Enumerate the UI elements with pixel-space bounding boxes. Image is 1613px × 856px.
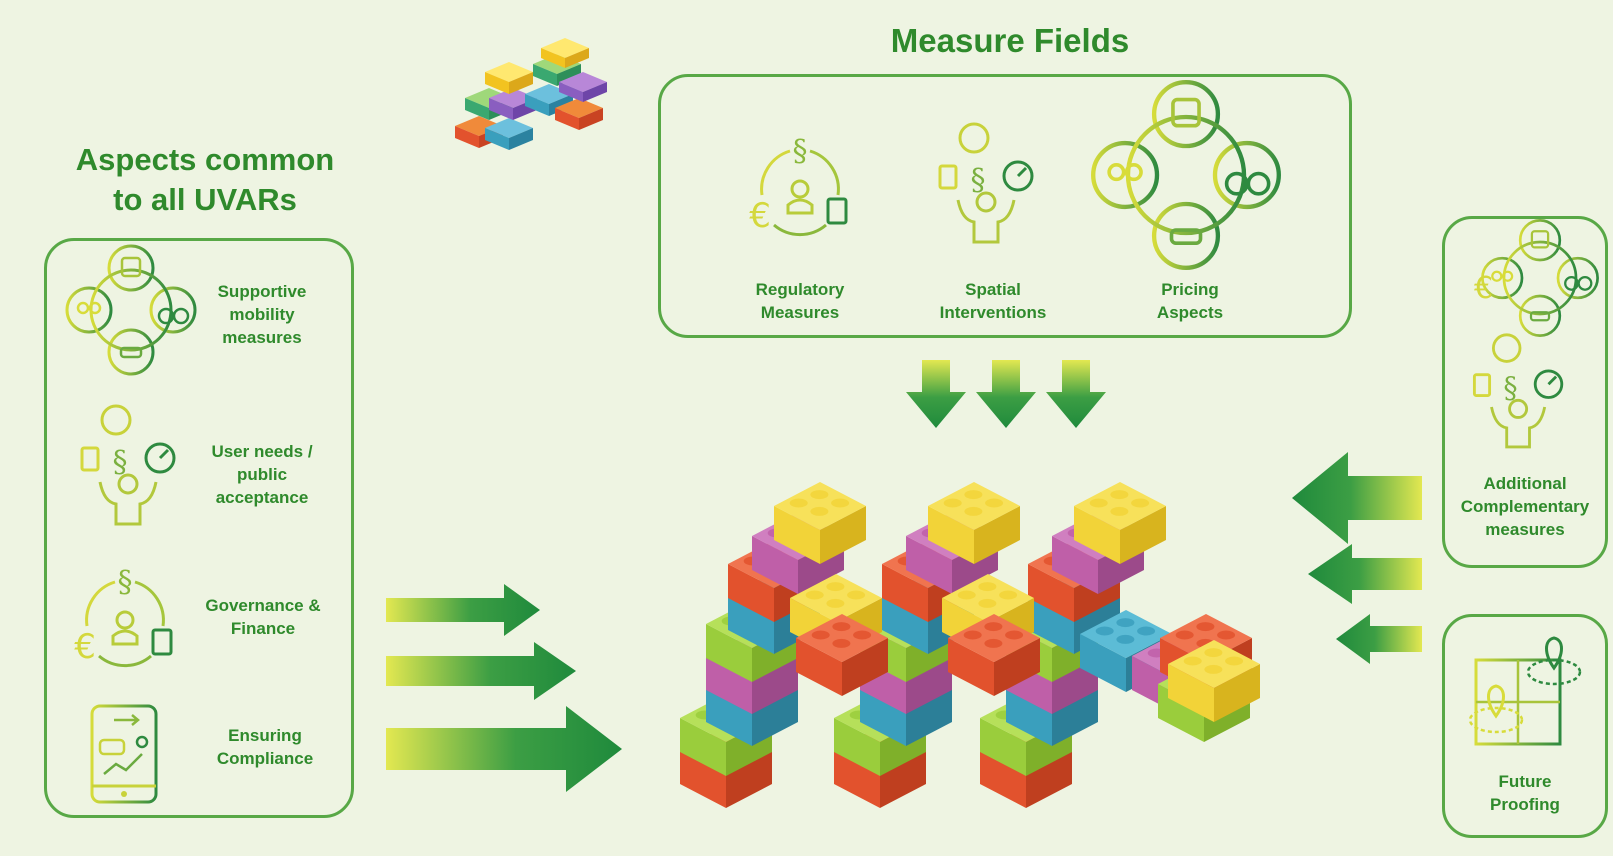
brick-t2-8: [1074, 482, 1166, 564]
brick-structure: [680, 482, 1260, 808]
arrow-down-3: [1046, 360, 1106, 428]
arrow-left-1: [1292, 452, 1422, 544]
arrow-right-2: [386, 642, 576, 700]
user-needs-label: User needs / public acceptance: [211, 442, 313, 507]
measure-fields-panel: [658, 74, 1352, 338]
pricing-aspects-label: Pricing Aspects: [1156, 280, 1224, 322]
spatial-icon: [938, 122, 1034, 244]
brick-t0-8: [774, 482, 866, 564]
brick-logo-icon: [455, 38, 607, 150]
brick-bridge-4: [948, 614, 1040, 696]
arrow-left-2: [1308, 544, 1422, 604]
brick-bridge-3: [796, 614, 888, 696]
measure-fields-title: Measure Fields: [890, 22, 1130, 59]
svg-text:€: €: [1474, 271, 1493, 306]
future-proofing-panel: [1442, 614, 1608, 838]
ensuring-compliance-label: Ensuring Compliance: [216, 726, 314, 768]
phone-compliance-icon: [90, 704, 158, 804]
mobility-circle-icon: [65, 244, 197, 376]
arrow-down-1: [906, 360, 966, 428]
arrow-left-3: [1336, 614, 1422, 664]
pricing-icon: [1096, 90, 1276, 260]
governance-finance-label: Governance & Finance: [205, 596, 321, 638]
complementary-icon: €: [1472, 219, 1599, 449]
future-proofing-label: Future Proofing: [1490, 772, 1560, 814]
supportive-mobility-label: Supportive mobility measures: [217, 282, 307, 347]
map-pin-icon: [1468, 636, 1582, 746]
additional-measures-label: Additional Complementary measures: [1460, 474, 1590, 539]
regulatory-icon: [747, 132, 848, 238]
spatial-interventions-label: Spatial Interventions: [939, 280, 1047, 322]
regulatory-measures-label: Regulatory Measures: [755, 280, 845, 322]
arrow-down-2: [976, 360, 1036, 428]
governance-icon: [72, 563, 173, 669]
common-aspects-title: Aspects common to all UVARs: [75, 142, 335, 217]
brick-side-5: [1168, 640, 1260, 722]
arrow-right-3: [386, 706, 622, 792]
arrow-right-1: [386, 584, 540, 636]
brick-t1-8: [928, 482, 1020, 564]
additional-measures-panel: [1442, 216, 1608, 568]
user-needs-icon: [80, 404, 176, 526]
common-aspects-panel: [44, 238, 354, 818]
